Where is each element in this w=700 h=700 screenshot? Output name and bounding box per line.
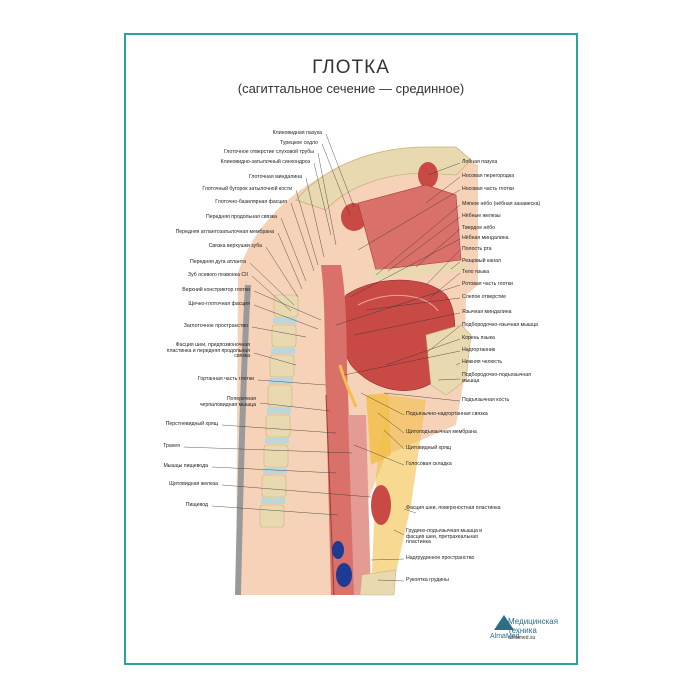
label-foramen-cecum: Слепое отверстие <box>462 294 507 300</box>
brand-line1: Медицинская <box>508 617 559 626</box>
label-esophageal-muscles: Мышцы пищевода <box>163 463 208 469</box>
label-spheno-occipital-synchondrosis: Клиновидно-затылочный синхондроз <box>220 159 310 165</box>
label-prevertebral-fascia: Фасция шеи, предпозвоночная пластинка и … <box>166 342 250 360</box>
label-tongue-body: Тело языка <box>462 269 490 275</box>
label-nasopharynx: Носовая часть глотки <box>462 186 514 192</box>
label-laryngopharynx: Гортанная часть глотки <box>197 376 254 382</box>
label-esophagus: Пищевод <box>185 502 208 508</box>
label-sphenoid-sinus: Клиновидная пазуха <box>272 130 322 136</box>
page-subtitle: (сагиттальное сечение — срединное) <box>237 81 465 96</box>
sagittal-section-illustration <box>183 133 514 630</box>
brand-url: almamed.su <box>508 635 536 641</box>
label-sella-turcica: Турецкое седло <box>279 140 318 146</box>
label-nasal-septum: Носовая перегородка <box>462 173 515 179</box>
label-anterior-arch-atlas: Передняя дуга атланта <box>190 259 246 265</box>
label-transverse-arytenoid: Поперечная черпаловидная мышца <box>199 396 256 408</box>
label-thyroid-cartilage: Щитовидный хрящ <box>406 445 452 451</box>
label-frontal-sinus: Лобная пазуха <box>462 159 498 165</box>
label-incisive-canal: Резцовый канал <box>462 258 502 264</box>
label-suprasternal-space: Надгрудинное пространство <box>406 555 475 561</box>
label-superior-constrictor: Верхний констриктор глотки <box>182 287 250 293</box>
label-palatine-glands: Нёбные железы <box>462 213 501 219</box>
label-trachea: Трахея <box>163 443 180 449</box>
label-mandible: Нижняя челюсть <box>462 359 503 365</box>
label-anterior-longitudinal-ligament: Передняя продольная связка <box>206 214 277 220</box>
label-oral-cavity: Полость рта <box>462 246 492 252</box>
label-lingual-tonsil: Язычная миндалина <box>462 309 512 315</box>
brand-logo: AlmaMed <box>490 633 520 640</box>
label-buccopharyngeal-fascia: Щечно-глоточная фасция <box>188 301 250 307</box>
page-title: ГЛОТКА <box>312 57 390 78</box>
label-oropharynx: Ротовая часть глотки <box>462 281 513 287</box>
label-investing-fascia: Фасция шеи, поверхностная пластинка <box>406 505 501 511</box>
label-anterior-atlanto-occipital-membrane: Передняя атлантозатылочная мембрана <box>175 229 274 235</box>
poster-frame: ГЛОТКА (сагиттальное сечение — срединное… <box>124 33 578 665</box>
label-thyroid-gland: Щитовидная железа <box>169 481 218 487</box>
label-pharyngeal-tonsil: Глоточная миндалина <box>248 174 302 180</box>
label-epiglottis: Надгортанник <box>462 347 496 353</box>
label-manubrium-sternum: Рукоятка грудины <box>406 577 449 583</box>
label-vocal-fold: Голосовая складка <box>406 461 452 467</box>
label-hyoepiglottic-ligament: Подъязычно-надгортанная связка <box>406 411 488 417</box>
label-hard-palate: Твердое нёбо <box>462 225 496 231</box>
brand-name: Медицинская техника almamed.su <box>508 617 558 641</box>
label-soft-palate: Мягкое нёбо (нёбная занавеска) <box>462 201 541 207</box>
label-sternohyoid-pretracheal: Грудино-подъязычная мышца и фасция шеи, … <box>406 528 483 546</box>
label-pharyngobasilar-fascia: Глоточно-базилярная фасция <box>215 199 287 205</box>
label-retropharyngeal-space: Заглоточное пространство <box>183 323 248 329</box>
label-tongue-root: Корень языка <box>462 335 495 341</box>
label-pharyngeal-tubercle: Глоточный бугорок затылочной кости <box>202 186 292 192</box>
brand-line2: техника <box>508 626 537 635</box>
label-genioglossus: Подбородочно-язычная мышца <box>462 322 538 328</box>
label-dens-axis: Зуб осевого позвонка CII <box>187 272 248 278</box>
label-cricoid-cartilage: Перстневидный хрящ <box>165 421 218 427</box>
label-apical-ligament-dens: Связка верхушки зуба <box>208 243 262 249</box>
label-geniohyoid: Подбородочно-подъязычная мышца <box>462 372 531 384</box>
label-palatine-tonsil: Нёбная миндалина <box>462 235 509 241</box>
label-thyrohyoid-membrane: Щитоподъязычная мембрана <box>406 429 477 435</box>
label-pharyngeal-opening-auditory-tube: Глоточное отверстие слуховой трубы <box>223 149 314 155</box>
label-hyoid-bone: Подъязычная кость <box>462 397 510 403</box>
